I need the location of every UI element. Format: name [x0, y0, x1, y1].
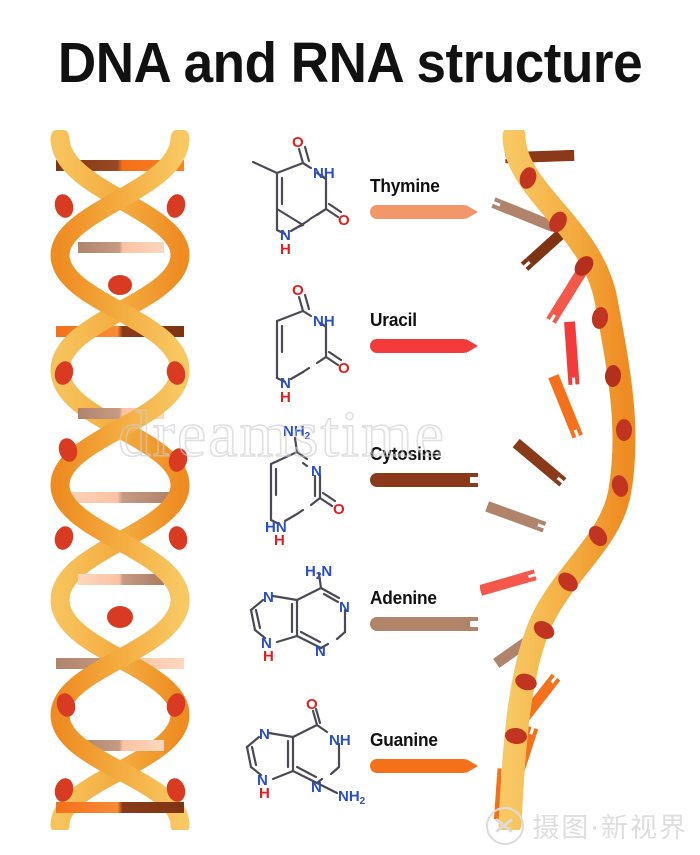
legend-bar-thymine: [370, 202, 488, 222]
atom-n-bottom: N: [280, 227, 291, 244]
legend-bar-guanine: [370, 756, 488, 776]
legend-swatch-thymine: [370, 205, 470, 219]
dna-rung-bottom: [56, 802, 184, 813]
legend-label-thymine: Thymine: [370, 176, 440, 196]
atom-o-top: O: [292, 134, 304, 151]
rna-nucleotide-markers: [505, 167, 632, 745]
atom-o-top: O: [306, 696, 318, 713]
structure-uracil: O NH O N H: [225, 282, 375, 406]
atom-n-ring-right: N: [339, 599, 350, 616]
atom-o-right: O: [338, 360, 350, 377]
atom-nh-ring: NH: [313, 165, 335, 182]
legend-label-cytosine: Cytosine: [370, 444, 442, 464]
legend-tip-cytosine: [466, 473, 478, 487]
atom-o-right: O: [338, 212, 350, 229]
rna-backbone: [498, 124, 636, 836]
legend-label-guanine: Guanine: [370, 730, 438, 750]
page-title: DNA and RNA structure: [57, 31, 643, 95]
legend-item-cytosine[interactable]: Cytosine: [370, 444, 490, 504]
legend-label-uracil: Uracil: [370, 310, 417, 330]
atom-n-ring-bottom: N: [315, 643, 326, 660]
atom-n-five-ring: N: [263, 589, 274, 606]
legend-swatch-guanine: [370, 759, 470, 773]
atom-h-bottom: H: [274, 532, 285, 549]
legend-item-adenine[interactable]: Adenine: [370, 588, 490, 648]
atom-hn-bottom: HN: [265, 519, 287, 536]
structure-adenine: H2N N N N N H: [225, 560, 375, 685]
legend-bar-uracil: [370, 336, 488, 356]
atom-n-bottom: N: [280, 375, 291, 392]
dna-rungs-mid: [78, 242, 164, 751]
dna-nucleotide-markers: [54, 194, 188, 802]
legend-tip-uracil: [466, 339, 478, 353]
legend-item-uracil[interactable]: Uracil: [370, 310, 490, 370]
legend-item-thymine[interactable]: Thymine: [370, 176, 490, 236]
atom-h-bottom: H: [280, 389, 291, 406]
legend-swatch-uracil: [370, 339, 470, 353]
rna-base-rods: [478, 149, 587, 820]
legend-tip-adenine: [466, 617, 478, 631]
atom-n-ring-bottom: N: [311, 779, 322, 796]
atom-n-ring: N: [311, 463, 322, 480]
atom-o-top: O: [292, 282, 304, 299]
atom-o-right: O: [333, 501, 345, 518]
atom-nh2: NH2: [283, 423, 311, 442]
atom-h-five-ring: H: [263, 648, 274, 665]
atom-nh-five-ring: N: [257, 772, 268, 789]
legend-bar-cytosine: [370, 470, 488, 490]
dna-strand-a: [50, 128, 190, 835]
structure-column: O NH O N H: [225, 134, 385, 825]
legend-swatch-cytosine: [370, 473, 470, 487]
structure-guanine: O NH N NH2 N N H: [225, 696, 380, 822]
structure-cytosine: NH2 N O HN H: [225, 420, 375, 549]
structure-thymine: O NH O N H: [225, 134, 375, 258]
atom-nh-ring: NH: [329, 732, 351, 749]
atom-nh2: NH2: [338, 788, 366, 807]
legend-swatch-adenine: [370, 617, 470, 631]
dna-strand-b: [50, 128, 190, 835]
legend-tip-thymine: [466, 205, 478, 219]
legend-bar-adenine: [370, 614, 488, 634]
dna-rungs-front: [56, 243, 184, 254]
atom-h-bottom: H: [280, 241, 291, 258]
atom-n-five-ring: N: [259, 726, 270, 743]
rna-single-strand: [478, 124, 680, 836]
base-legend: Thymine Uracil Cytosine Adenine: [370, 160, 490, 810]
legend-item-guanine[interactable]: Guanine: [370, 730, 490, 790]
dna-double-helix: [30, 128, 230, 835]
legend-tip-guanine: [466, 759, 478, 773]
atom-h-five-ring: H: [259, 785, 270, 802]
atom-nh-ring: NH: [313, 313, 335, 330]
legend-label-adenine: Adenine: [370, 588, 437, 608]
atom-h2n: H2N: [305, 563, 332, 582]
atom-nh-five-ring: N: [261, 635, 272, 652]
